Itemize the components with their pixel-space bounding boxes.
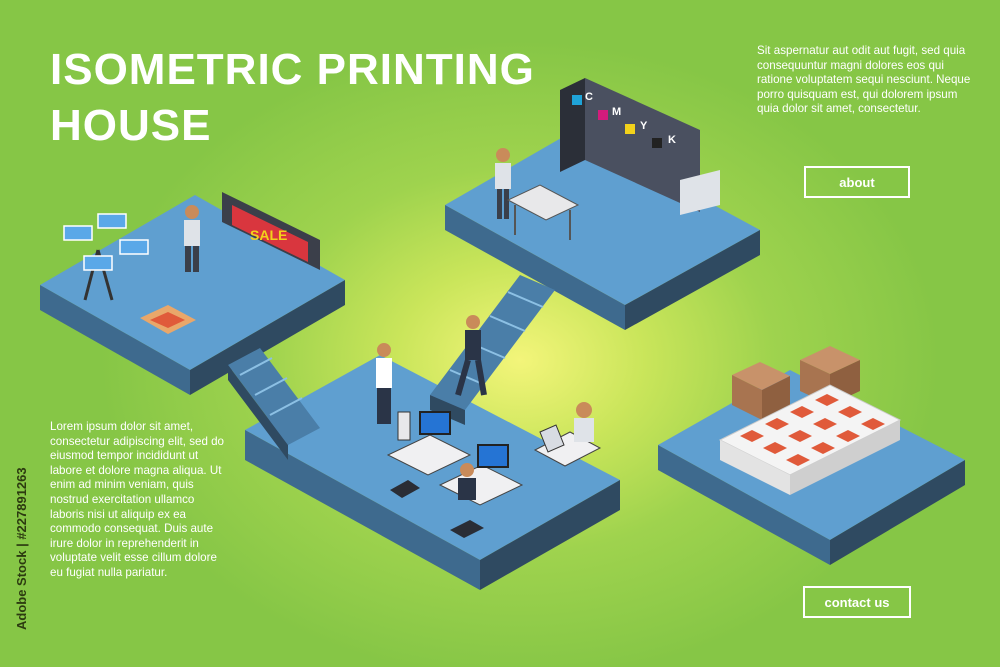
cmyk-label-m: M xyxy=(612,106,621,118)
worker-icon xyxy=(376,343,392,424)
boxes-icon xyxy=(140,305,196,334)
cmyk-label-k: K xyxy=(668,134,676,146)
screen-printing-press-icon xyxy=(63,213,149,301)
paper-stacks-icon xyxy=(718,384,902,495)
worktable-icon xyxy=(506,184,580,240)
banner-text: SALE xyxy=(250,227,287,243)
body-paragraph: Lorem ipsum dolor sit amet, consectetur … xyxy=(50,420,225,579)
large-format-printer-icon: SALE xyxy=(222,192,320,270)
cmyk-label-c: C xyxy=(585,91,593,103)
staircase-icon xyxy=(228,348,320,460)
computer-desk-icon xyxy=(386,411,472,498)
contact-us-button[interactable]: contact us xyxy=(803,586,911,618)
worker-icon xyxy=(455,315,487,396)
offset-press-icon: C M Y K xyxy=(560,78,720,215)
page-title: ISOMETRIC PRINTING HOUSE xyxy=(50,42,535,154)
title-line-2: HOUSE xyxy=(50,101,212,150)
title-line-1: ISOMETRIC PRINTING xyxy=(50,45,535,94)
intro-paragraph: Sit aspernatur aut odit aut fugit, sed q… xyxy=(757,44,971,116)
staircase-icon xyxy=(430,275,555,425)
computer-desk-icon xyxy=(438,444,524,538)
platform-top-right xyxy=(445,130,760,330)
about-button[interactable]: about xyxy=(804,166,910,198)
boxes-icon xyxy=(732,346,860,420)
computer-desk-icon xyxy=(533,402,602,467)
worker-icon xyxy=(184,205,200,272)
worker-icon xyxy=(495,148,511,219)
cmyk-label-y: Y xyxy=(640,120,648,132)
